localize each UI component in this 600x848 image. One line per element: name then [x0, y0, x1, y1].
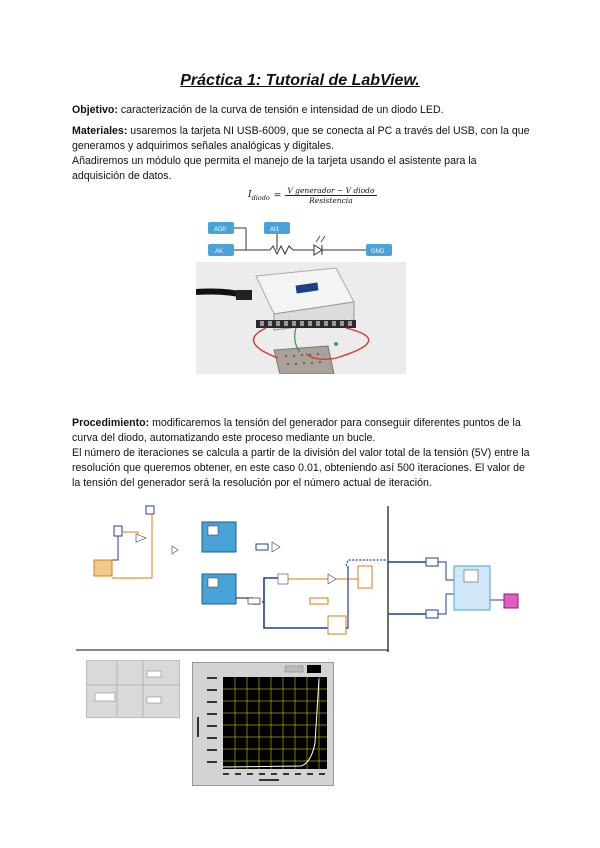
- objective-text: caracterización de la curva de tensión e…: [117, 104, 444, 116]
- stop-indicator: [146, 670, 162, 678]
- formula-denominator: Resistencia: [309, 196, 353, 205]
- ak-label: AK: [215, 249, 223, 255]
- formula-numerator: V generador − V diodo: [285, 186, 377, 196]
- daq-assistant-read-icon: [201, 573, 237, 605]
- current-formula: Idiodo = V generador − V diodo Resistenc…: [248, 186, 377, 205]
- led-diode-icon: [313, 244, 323, 256]
- page-title: Práctica 1: Tutorial de LabView.: [180, 72, 420, 89]
- materials-text-2: Añadiremos un módulo que permita el mane…: [72, 155, 477, 182]
- materials-label: Materiales:: [72, 125, 128, 137]
- formula-lhs-sub: diodo: [251, 193, 270, 202]
- objective-label: Objetivo:: [72, 104, 118, 116]
- daq-assistant-write-icon: [201, 521, 237, 553]
- front-panel-controls: [86, 660, 180, 718]
- ak-terminal: [208, 244, 234, 256]
- graph-plot-area: [223, 677, 327, 769]
- procedure-text: modificaremos la tensión del generador p…: [72, 417, 521, 444]
- procedure-paragraph: Procedimiento: modificaremos la tensión …: [72, 416, 530, 491]
- objective-paragraph: Objetivo: caracterización de la curva de…: [72, 103, 530, 118]
- gnd-label: GND: [371, 249, 385, 255]
- voltage-indicator: [146, 696, 162, 704]
- formula-lhs: I: [248, 189, 252, 200]
- loop-count-terminal: [145, 505, 155, 515]
- iteration-terminal: [113, 525, 123, 537]
- procedure-text-2: El número de iteraciones se calcula a pa…: [72, 447, 530, 489]
- numeric-control[interactable]: [94, 692, 116, 702]
- materials-paragraph: Materiales: usaremos la tarjeta NI USB-6…: [72, 124, 530, 184]
- labview-block-diagram: [76, 505, 519, 652]
- ai1-label: AI1: [270, 227, 280, 233]
- gnd-terminal: [366, 244, 392, 256]
- diode-iv-curve: [222, 678, 320, 768]
- ni-usb-6009-photo-drawing: [196, 262, 406, 374]
- ai1-terminal: [264, 222, 290, 234]
- resistor-icon: [269, 244, 294, 256]
- numeric-indicator: [93, 559, 113, 577]
- hardware-photo: [196, 262, 406, 374]
- led-circuit-diagram: AO0 AK AI1 GND: [208, 222, 392, 256]
- materials-text: usaremos la tarjeta NI USB-6009, que se …: [72, 125, 530, 152]
- xy-graph-panel: [192, 662, 334, 786]
- procedure-label: Procedimiento:: [72, 417, 150, 429]
- ao0-label: AO0: [214, 227, 227, 233]
- ao0-terminal: [208, 222, 234, 234]
- xy-graph-terminal: [503, 593, 519, 609]
- xy-graph: [197, 665, 327, 781]
